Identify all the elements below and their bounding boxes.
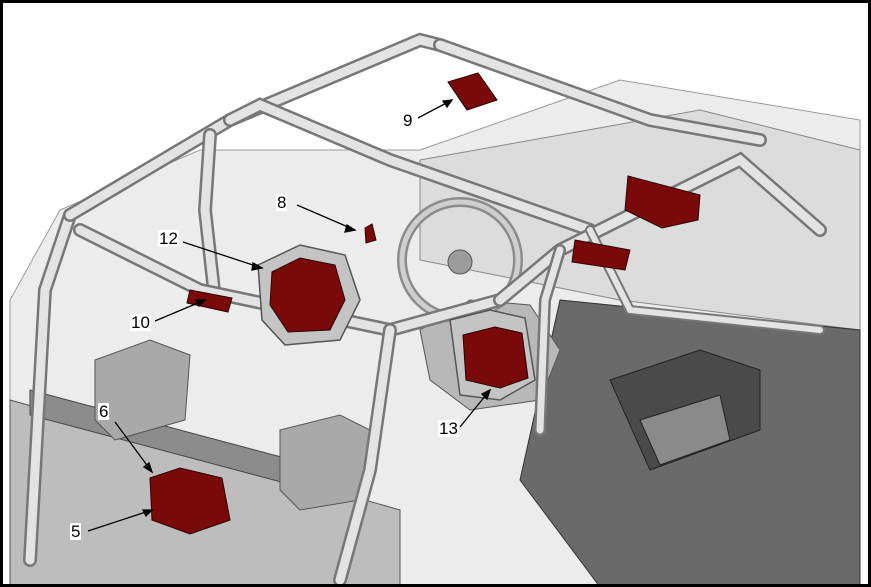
callout-12: 12 <box>158 229 179 248</box>
highlighted-padding <box>149 72 701 535</box>
pad-8 <box>364 223 377 244</box>
callout-9: 9 <box>402 111 414 130</box>
callout-8: 8 <box>276 193 288 212</box>
pad-6 <box>149 467 231 535</box>
pad-12 <box>269 257 346 333</box>
callout-10: 10 <box>130 313 151 332</box>
callout-13: 13 <box>438 419 459 438</box>
callout-6: 6 <box>98 402 110 421</box>
pad-10 <box>186 289 233 313</box>
pad-9 <box>447 72 498 111</box>
leader-lines <box>87 99 492 532</box>
pad-rear-bar <box>624 175 701 229</box>
callout-5: 5 <box>70 522 82 541</box>
pad-13 <box>462 326 529 389</box>
rear-seat-left <box>94 339 191 441</box>
pad-dash-bar <box>571 239 631 271</box>
